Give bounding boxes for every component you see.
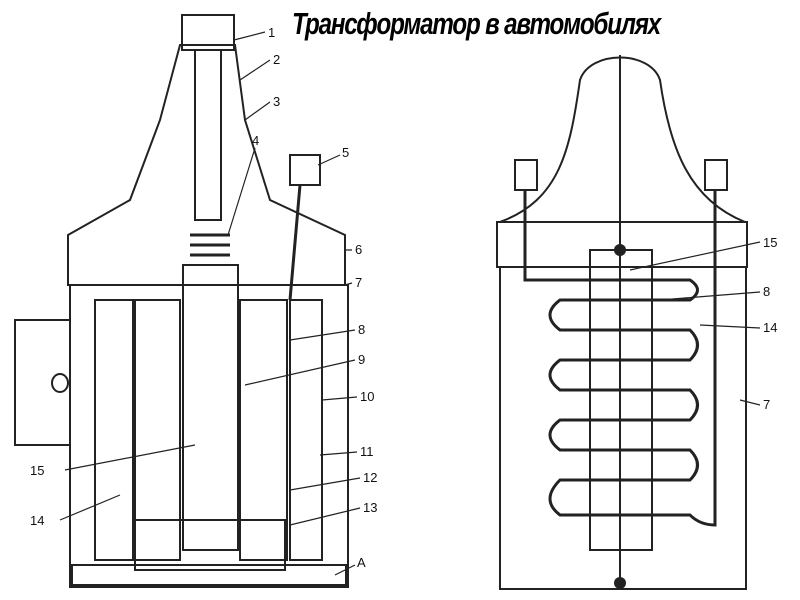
label-8: 8	[358, 322, 365, 337]
iron-core	[182, 264, 239, 551]
leader-lines	[59, 31, 761, 576]
label-11: 11	[360, 444, 374, 459]
label-9: 9	[358, 352, 365, 367]
label-a: A	[357, 555, 366, 570]
label-13: 13	[363, 500, 377, 515]
diagram-title: Трансформатор в автомобилях	[292, 6, 661, 41]
label-7-right: 7	[763, 397, 770, 412]
coil-case	[69, 284, 349, 588]
external-coil	[496, 55, 748, 590]
label-15: 15	[30, 463, 44, 478]
label-3: 3	[273, 94, 280, 109]
label-5: 5	[342, 145, 349, 160]
label-14: 14	[30, 513, 44, 528]
label-1: 1	[268, 25, 275, 40]
low-voltage-terminal	[289, 154, 321, 186]
label-2: 2	[273, 52, 280, 67]
mounting-bracket	[14, 319, 71, 446]
left-labels: 1 2 3 4 5 6 7 8 9 10 11 12 13 A 15 14	[30, 25, 377, 570]
sectional-coil	[14, 14, 349, 588]
label-10: 10	[360, 389, 374, 404]
label-6: 6	[355, 242, 362, 257]
label-7: 7	[355, 275, 362, 290]
label-8-right: 8	[763, 284, 770, 299]
winding-spiral	[523, 190, 717, 527]
right-labels: 15 8 14 7	[763, 235, 777, 412]
insulating-cap	[67, 44, 346, 286]
label-4: 4	[252, 133, 259, 148]
label-14-right: 14	[763, 320, 777, 335]
label-12: 12	[363, 470, 377, 485]
label-15-right: 15	[763, 235, 777, 250]
